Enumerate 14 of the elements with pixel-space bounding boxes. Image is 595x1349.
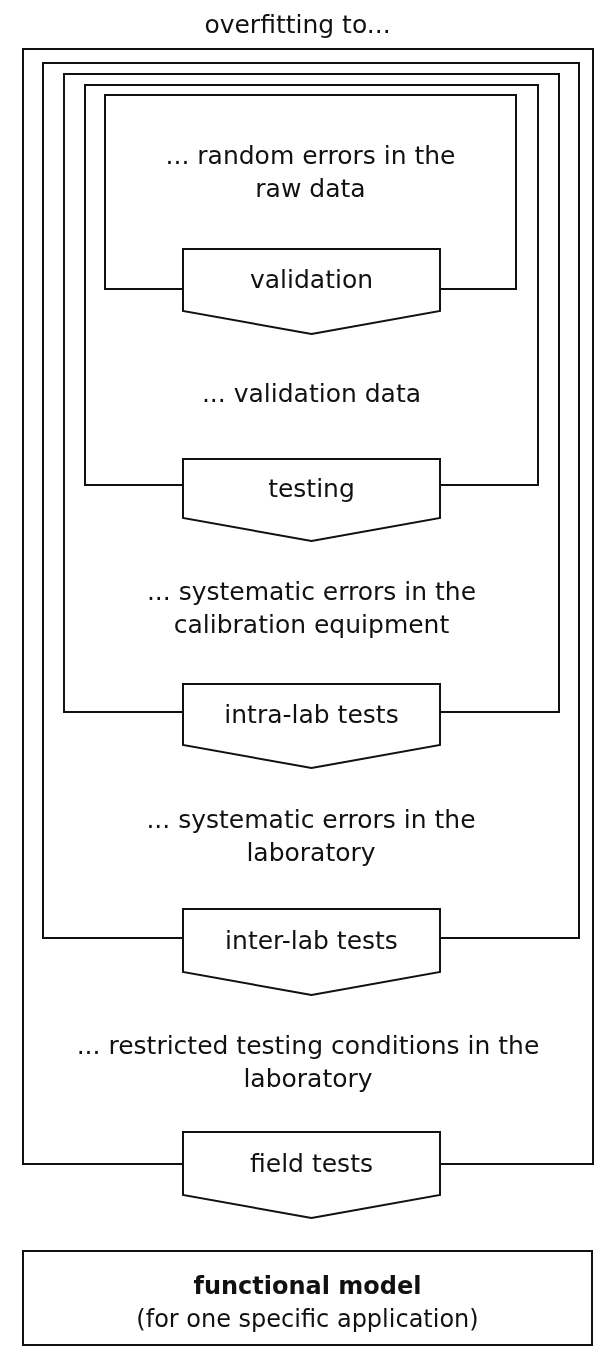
frame-text: ... systematic errors in the calibration equipment	[145, 576, 478, 641]
step-label: inter-lab tests	[225, 924, 398, 957]
step-label: validation	[249, 264, 374, 296]
step-label: field tests	[250, 1147, 373, 1180]
step-label: intra-lab tests	[224, 698, 399, 731]
frame-text: ... validation data	[201, 378, 422, 410]
frame-text: ... systematic errors in the laboratory	[146, 804, 476, 869]
frame-text: ... random errors in the raw data	[164, 140, 457, 205]
title: overfitting to...	[204, 9, 391, 41]
frame-text: ... restricted testing conditions in the laboratory	[75, 1030, 541, 1095]
box-heading: functional model	[193, 1271, 422, 1302]
step-label: testing	[268, 472, 355, 505]
box-subtext: (for one specific application)	[136, 1304, 479, 1335]
result-box	[22, 1250, 593, 1346]
